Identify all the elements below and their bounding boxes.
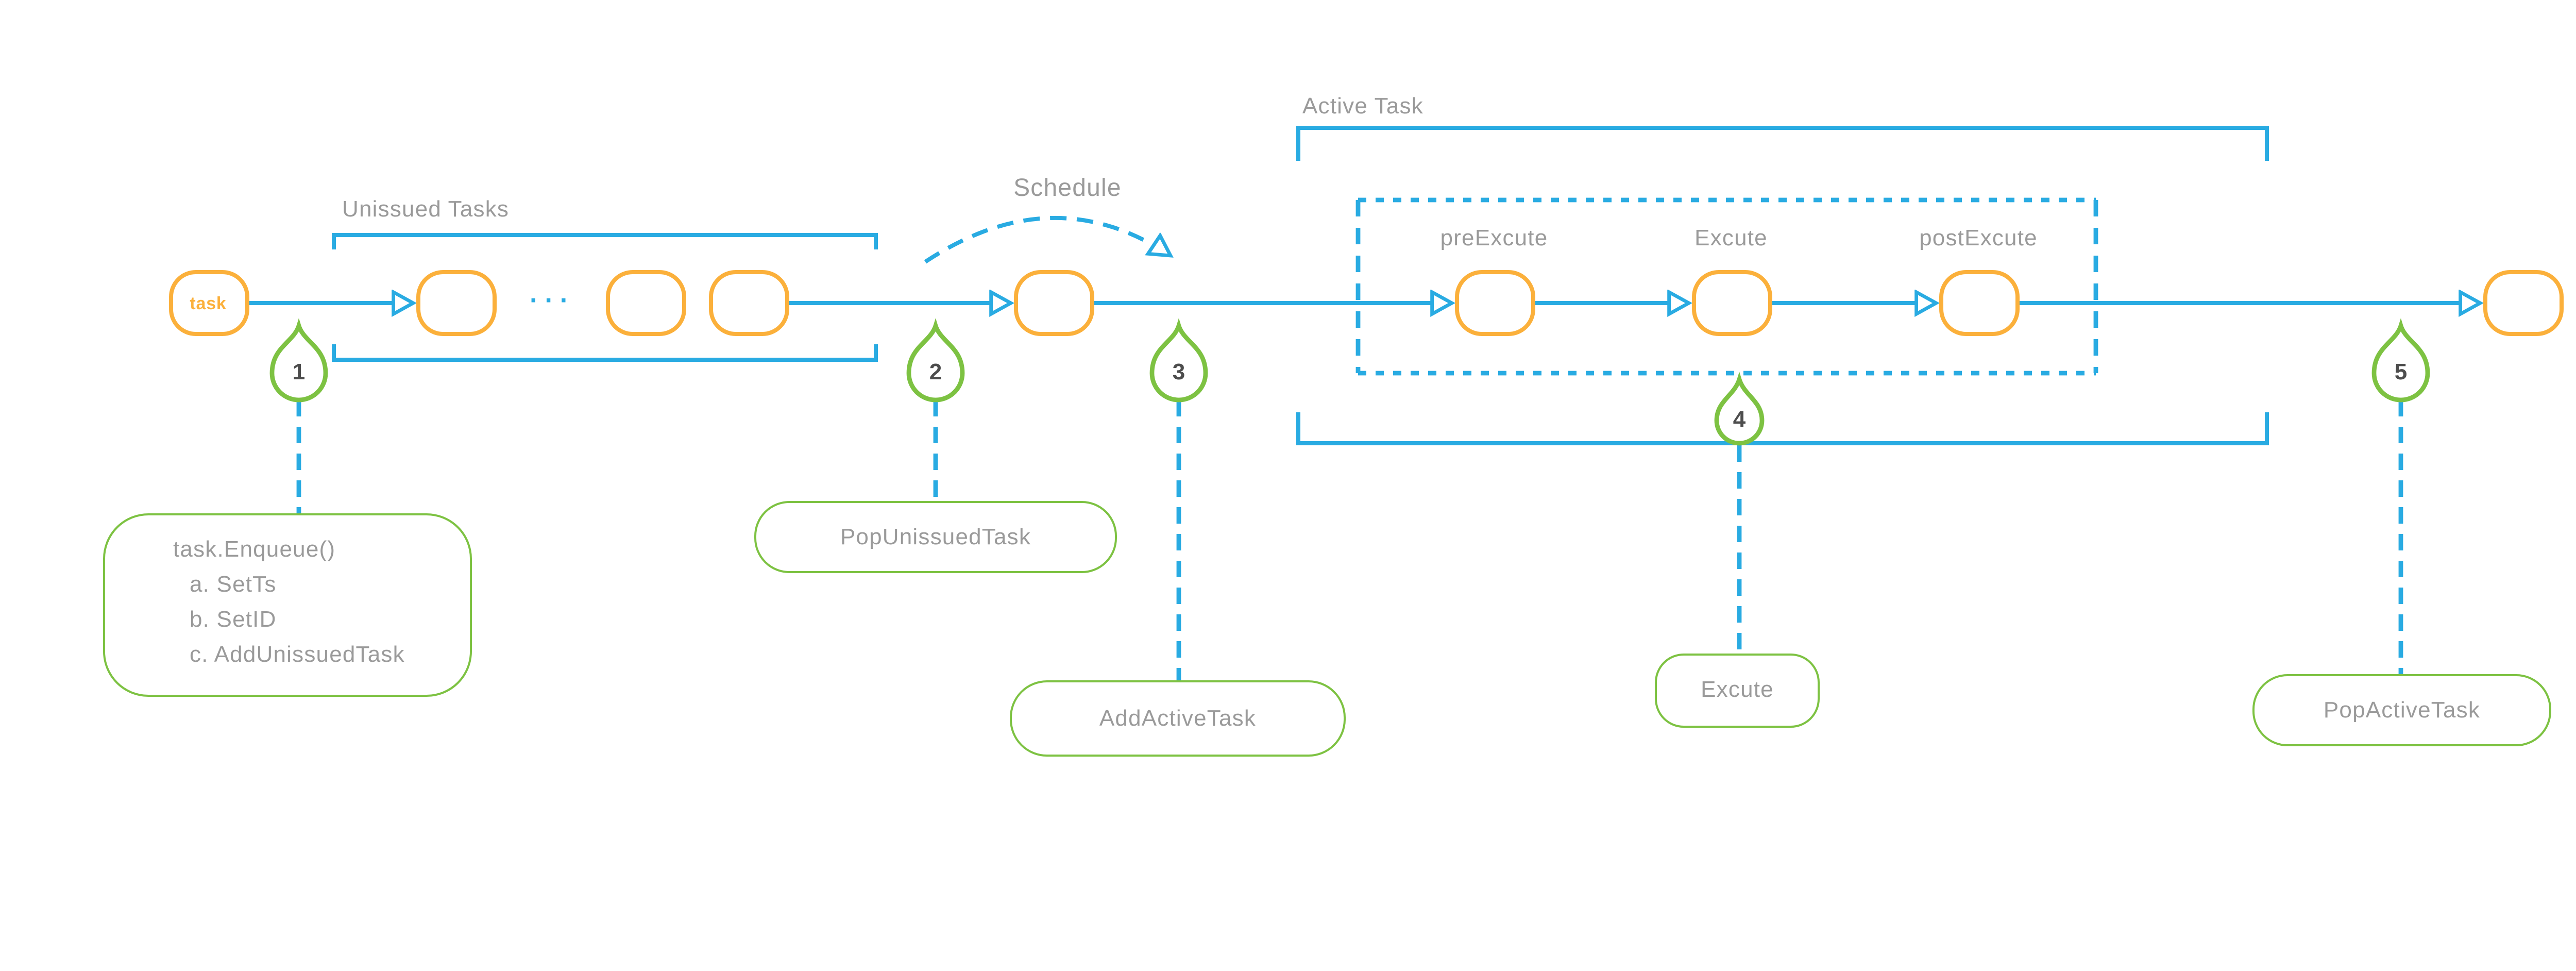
pop-unissued-task-callout: PopUnissuedTask — [754, 501, 1117, 573]
enqueue-callout-item: a. SetTs — [190, 573, 277, 598]
step-marker-4-number: 4 — [1733, 408, 1746, 433]
postexcute-node — [1938, 270, 2019, 336]
enqueue-callout-item: b. SetID — [190, 608, 277, 633]
step-marker-3-drop-icon — [1149, 318, 1208, 403]
queue-node-middle — [605, 270, 685, 336]
preexcute-stage-label: preExcute — [1440, 227, 1548, 252]
schedule-node — [1013, 270, 1093, 336]
excute-node — [1691, 270, 1771, 336]
enqueue-callout-item: c. AddUnissuedTask — [190, 643, 405, 668]
step-marker-1-number: 1 — [292, 361, 306, 386]
active-task-bottom-bracket — [1296, 412, 2269, 445]
step-marker-5-number: 5 — [2394, 361, 2408, 386]
schedule-label: Schedule — [1013, 173, 1122, 202]
step-marker-3-number: 3 — [1172, 361, 1185, 386]
step-marker-1-drop-icon — [269, 318, 328, 403]
excute-callout: Excute — [1655, 654, 1820, 728]
unissued-tasks-label: Unissued Tasks — [342, 198, 510, 223]
active-task-top-bracket — [1296, 126, 2269, 161]
schedule-dashed-arc — [924, 216, 1171, 264]
unissued-tasks-bottom-bracket — [332, 344, 878, 362]
step-marker-2-drop-icon — [906, 318, 965, 403]
preexcute-node — [1454, 270, 1534, 336]
add-active-task-callout: AddActiveTask — [1010, 680, 1346, 757]
postexcute-stage-label: postExcute — [1919, 227, 2038, 252]
task-node: task — [168, 270, 248, 336]
active-task-label: Active Task — [1302, 95, 1423, 120]
queue-ellipsis: ··· — [530, 284, 575, 315]
step-marker-2-number: 2 — [929, 361, 942, 386]
task-node-label: task — [190, 293, 227, 313]
queue-node-first — [415, 270, 496, 336]
step-marker-4-drop-icon — [1714, 372, 1765, 446]
done-node — [2482, 270, 2563, 336]
step-marker-5-drop-icon — [2371, 318, 2430, 403]
unissued-tasks-top-bracket — [332, 233, 878, 249]
excute-stage-label: Excute — [1694, 227, 1768, 252]
pop-active-task-callout: PopActiveTask — [2252, 674, 2551, 746]
enqueue-callout: task.Enqueue() a. SetTs b. SetID c. AddU… — [103, 513, 472, 697]
enqueue-callout-title: task.Enqueue() — [173, 538, 336, 563]
queue-node-last — [708, 270, 788, 336]
